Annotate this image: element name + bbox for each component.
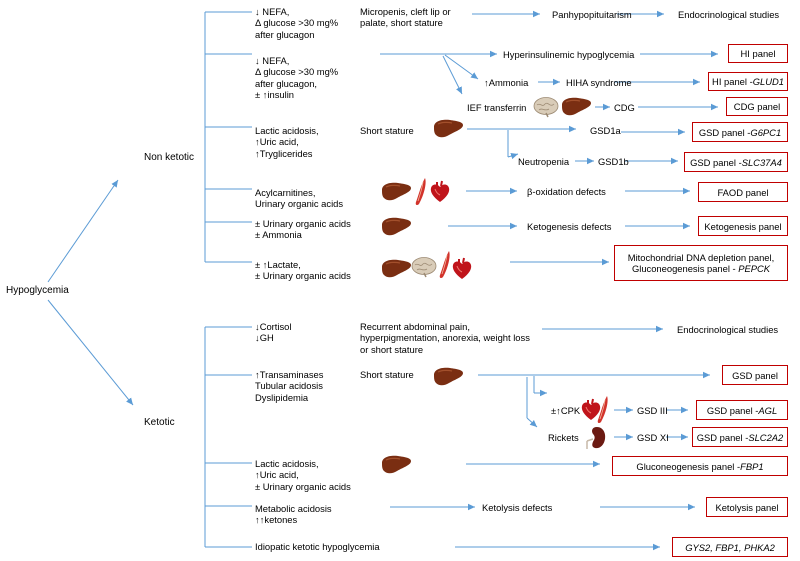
k-r2-rickets: Rickets (548, 432, 579, 443)
nk-r2-ief: IEF transferrin (467, 102, 527, 113)
heart-icon (581, 398, 601, 420)
brain-icon (411, 257, 437, 278)
k-r2-feature: Short stature (360, 369, 414, 380)
hiha-panel-box: HI panel - GLUD1 (708, 72, 788, 91)
nk-r4-diagnosis: β-oxidation defects (527, 186, 606, 197)
k-r4-diagnosis: Ketolysis defects (482, 502, 553, 513)
heart-icon (430, 180, 450, 202)
muscle-icon (415, 178, 426, 206)
gsd1b-panel-box: GSD panel - SLC37A4 (684, 152, 788, 172)
nk-r3-criteria: Lactic acidosis,↑Uric acid,↑Trygliceride… (255, 125, 319, 159)
nk-r1-criteria: ↓ NEFA,Δ glucose >30 mg%after glucagon (255, 6, 339, 40)
muscle-icon (597, 396, 608, 424)
gsd3-label: GSD III (637, 405, 668, 416)
heart-icon (452, 257, 472, 279)
gsd1b-label: GSD1b (598, 156, 629, 167)
liver-icon (382, 182, 411, 201)
nk-r2-hiha: HIHA syndrome (566, 77, 632, 88)
muscle-icon (439, 251, 450, 279)
ketogenesis-panel-box: Ketogenesis panel (698, 216, 788, 236)
nk-r3-neutropenia: Neutropenia (518, 156, 570, 167)
nk-r2-criteria: ↓ NEFA,Δ glucose >30 mg%after glucagon,±… (255, 55, 339, 100)
liver-icon (382, 259, 411, 278)
gsd1a-label: GSD1a (590, 125, 621, 136)
nk-r5-diagnosis: Ketogenesis defects (527, 221, 612, 232)
gsd11-label: GSD XI (637, 432, 669, 443)
ketolysis-panel-box: Ketolysis panel (706, 497, 788, 517)
gsd1a-panel-box: GSD panel - G6PC1 (692, 122, 788, 142)
hi-panel-box: HI panel (728, 44, 788, 63)
gsd11-panel-box: GSD panel - SLC2A2 (692, 427, 788, 447)
nk-r5-criteria: ± Urinary organic acids± Ammonia (255, 218, 351, 241)
nk-r1-workup: Endocrinological studies (678, 9, 780, 20)
liver-icon (382, 455, 411, 474)
liver-icon (562, 97, 591, 116)
nk-r4-criteria: Acylcarnitines,Urinary organic acids (255, 187, 344, 210)
k-r1-features: Recurrent abdominal pain,hyperpigmentati… (360, 321, 530, 355)
k-r2-cpk: ±↑CPK (551, 405, 581, 416)
k-r1-workup: Endocrinological studies (677, 324, 779, 335)
brain-icon (533, 97, 559, 118)
nk-r2-hi-diagnosis: Hyperinsulinemic hypoglycemia (503, 49, 635, 60)
faod-panel-box: FAOD panel (698, 182, 788, 202)
root-label: Hypoglycemia (6, 285, 69, 296)
k-r5-criteria: Idiopatic ketotic hypoglycemia (255, 541, 380, 552)
mito-gluconeo-panel-box: Mitochondrial DNA depletion panel, Gluco… (614, 245, 788, 281)
gsd-panel-box: GSD panel (722, 365, 788, 385)
kidney-icon (586, 427, 606, 449)
nk-r2-cdg: CDG (614, 102, 635, 113)
gsd3-panel-box: GSD panel - AGL (696, 400, 788, 420)
k-r3-criteria: Lactic acidosis,↑Uric acid, ± Urinary or… (255, 458, 351, 492)
liver-icon (382, 217, 411, 236)
nk-r2-ammonia: ↑Ammonia (484, 77, 529, 88)
nk-r3-feature: Short stature (360, 125, 414, 136)
liver-icon (434, 367, 463, 386)
k-r1-criteria: ↓Cortisol↓GH (255, 321, 292, 344)
gys2-fbp1-phka2-box: GYS2, FBP1, PHKA2 (672, 537, 788, 557)
k-r4-criteria: Metabolic acidosis↑↑ketones (255, 503, 332, 526)
branch-ketotic: Ketotic (144, 417, 175, 428)
nk-r1-diagnosis: Panhypopituitarism (552, 9, 632, 20)
gluconeogenesis-panel-box: Gluconeogenesis panel - FBP1 (612, 456, 788, 476)
liver-icon (434, 119, 463, 138)
nk-r6-criteria: ± ↑Lactate,± Urinary organic acids (255, 259, 351, 282)
branch-non-ketotic: Non ketotic (144, 152, 195, 163)
cdg-panel-box: CDG panel (726, 97, 788, 116)
